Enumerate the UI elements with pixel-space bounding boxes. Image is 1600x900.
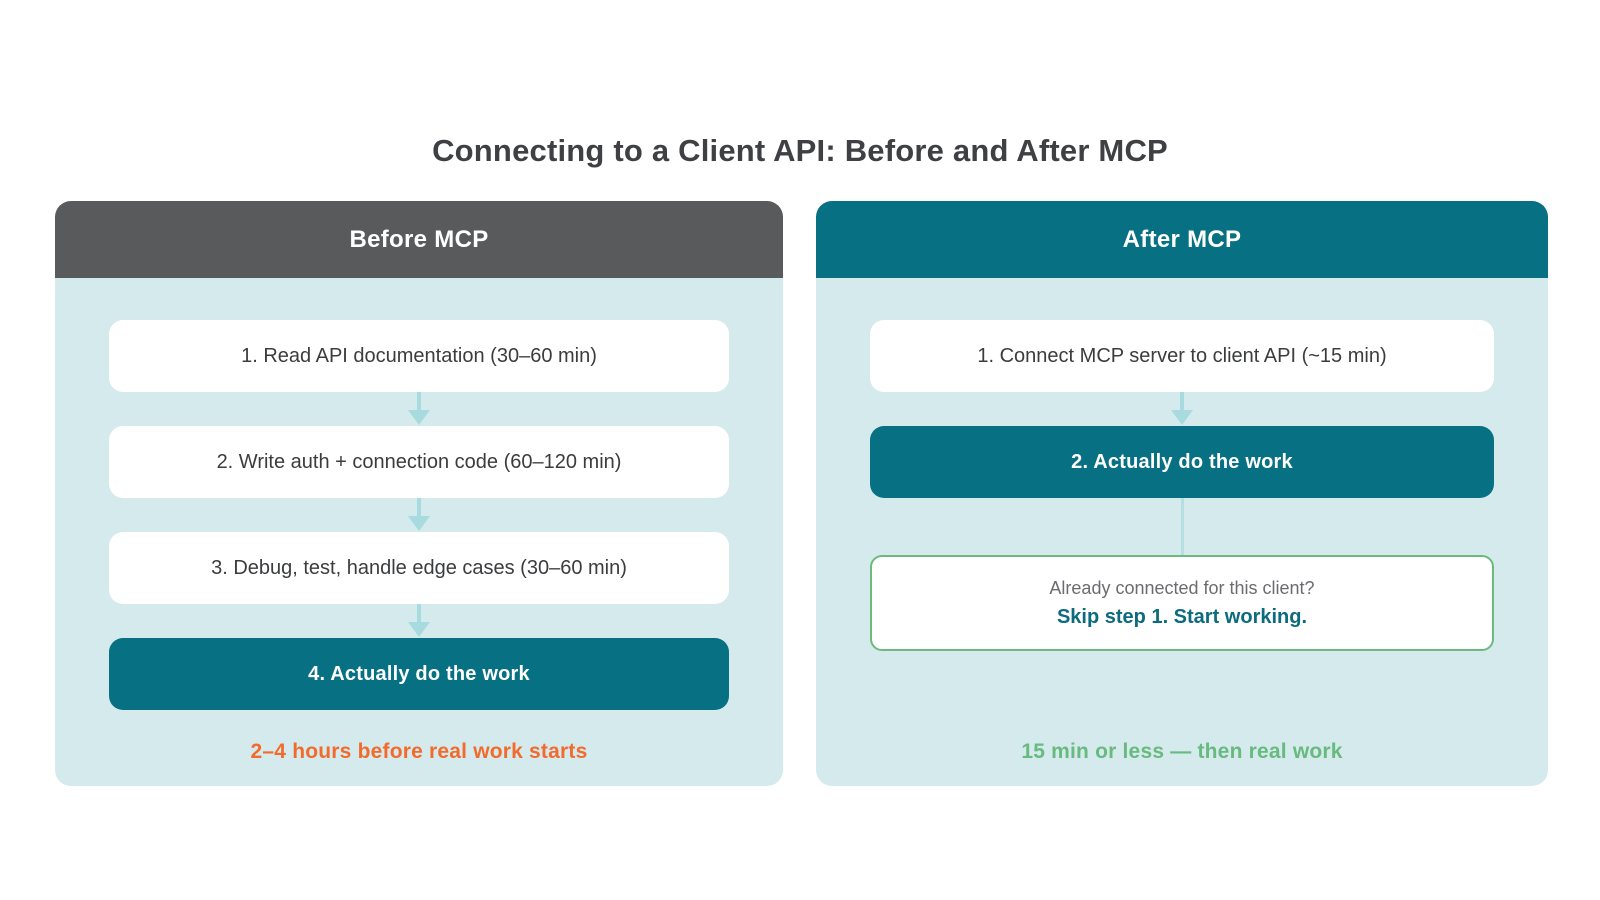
after-step-1: 1. Connect MCP server to client API (~15…: [870, 320, 1494, 392]
before-step-3-label: 3. Debug, test, handle edge cases (30–60…: [211, 556, 627, 579]
before-step-3: 3. Debug, test, handle edge cases (30–60…: [109, 532, 729, 604]
after-step-1-label: 1. Connect MCP server to client API (~15…: [977, 344, 1387, 367]
before-summary-text: 2–4 hours before real work starts: [250, 740, 588, 763]
after-step-2-label: 2. Actually do the work: [1071, 450, 1293, 473]
note-question: Already connected for this client?: [1049, 577, 1315, 598]
before-step-1: 1. Read API documentation (30–60 min): [109, 320, 729, 392]
before-step-4-label: 4. Actually do the work: [308, 662, 530, 685]
before-step-1-label: 1. Read API documentation (30–60 min): [241, 344, 597, 367]
after-step-2: 2. Actually do the work: [870, 426, 1494, 498]
before-mcp-panel: Before MCP 1. Read API documentation (30…: [55, 201, 783, 786]
arrow-down-icon: [407, 604, 431, 638]
already-connected-note: Already connected for this client? Skip …: [870, 555, 1494, 651]
arrow-down-icon: [407, 392, 431, 426]
before-mcp-header-label: Before MCP: [349, 225, 489, 253]
before-step-2: 2. Write auth + connection code (60–120 …: [109, 426, 729, 498]
after-mcp-header: After MCP: [816, 201, 1548, 278]
comparison-panels: Before MCP 1. Read API documentation (30…: [55, 201, 1548, 786]
connector-line: [1180, 498, 1184, 555]
after-mcp-panel: After MCP 1. Connect MCP server to clien…: [816, 201, 1548, 786]
note-answer: Skip step 1. Start working.: [1056, 605, 1308, 628]
before-step-4: 4. Actually do the work: [109, 638, 729, 710]
arrow-down-icon: [407, 498, 431, 532]
after-mcp-header-label: After MCP: [1122, 225, 1242, 253]
page-title: Connecting to a Client API: Before and A…: [432, 133, 1168, 168]
arrow-down-icon: [1170, 392, 1194, 426]
after-summary-text: 15 min or less — then real work: [1021, 740, 1343, 763]
before-mcp-body: 1. Read API documentation (30–60 min) 2.…: [55, 278, 783, 786]
before-step-2-label: 2. Write auth + connection code (60–120 …: [216, 450, 622, 473]
after-mcp-body: 1. Connect MCP server to client API (~15…: [816, 278, 1548, 786]
before-mcp-header: Before MCP: [55, 201, 783, 278]
